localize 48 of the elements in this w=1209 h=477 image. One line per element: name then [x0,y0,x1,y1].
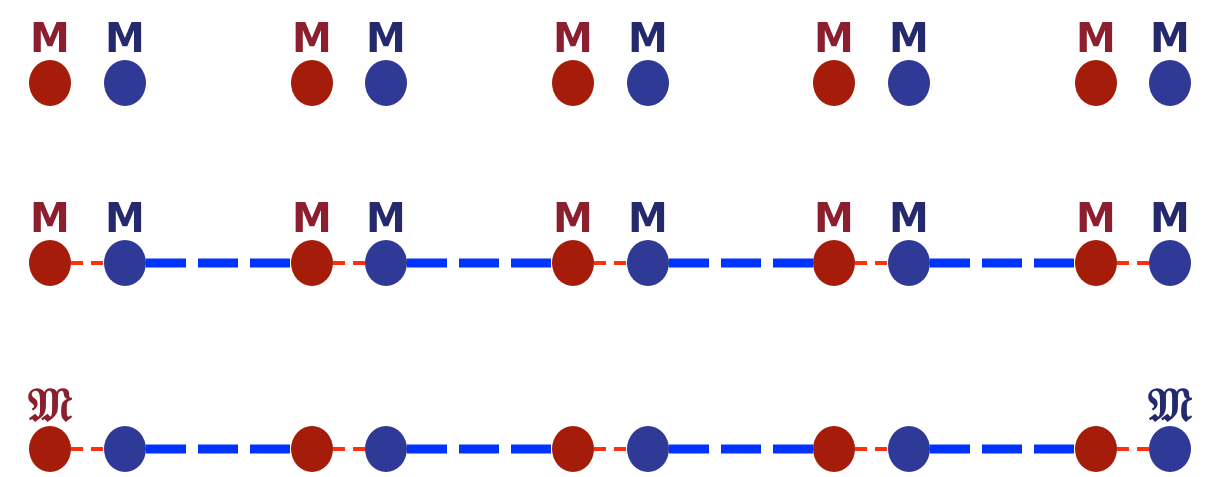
dashed-line [669,258,813,268]
dashed-line [594,261,627,265]
dashed-line [407,444,552,454]
dot [552,426,594,472]
symbol-label: M [292,196,332,240]
dashed-line [146,444,291,454]
symbol-label: 𝔐 [28,382,72,426]
dashed-line [71,261,104,265]
dashed-line [146,258,291,268]
symbol-label: M [30,196,70,240]
symbol-label: M [889,196,929,240]
dashed-line [594,447,627,451]
symbol-label: M [628,16,668,60]
dashed-line [855,447,888,451]
symbol-label: M [814,196,854,240]
symbol-label: M [366,196,406,240]
symbol-label: M [628,196,668,240]
symbol-label: 𝔐 [1148,382,1192,426]
dashed-line [855,261,888,265]
symbol-label: M [553,196,593,240]
symbol-label: M [292,16,332,60]
symbol-label: M [30,16,70,60]
dashed-line [669,444,813,454]
symbol-label: M [889,16,929,60]
symbol-label: M [1076,16,1116,60]
symbol-label: M [553,16,593,60]
dot [365,426,407,472]
dashed-line [1117,261,1149,265]
symbol-label: M [366,16,406,60]
dot [888,426,930,472]
dashed-line [1117,447,1149,451]
dashed-line [407,258,552,268]
symbol-label: M [105,196,145,240]
dot [104,426,146,472]
symbol-label: M [814,16,854,60]
dot [813,426,855,472]
dot [1075,426,1117,472]
symbol-label: M [1150,16,1190,60]
dashed-line [333,447,365,451]
dashed-line [71,447,104,451]
dot [291,426,333,472]
dashed-line [930,444,1075,454]
dashed-line [930,258,1075,268]
symbol-label: M [1150,196,1190,240]
symbol-label: M [105,16,145,60]
dot [627,426,669,472]
dashed-line [333,261,365,265]
symbol-label: M [1076,196,1116,240]
